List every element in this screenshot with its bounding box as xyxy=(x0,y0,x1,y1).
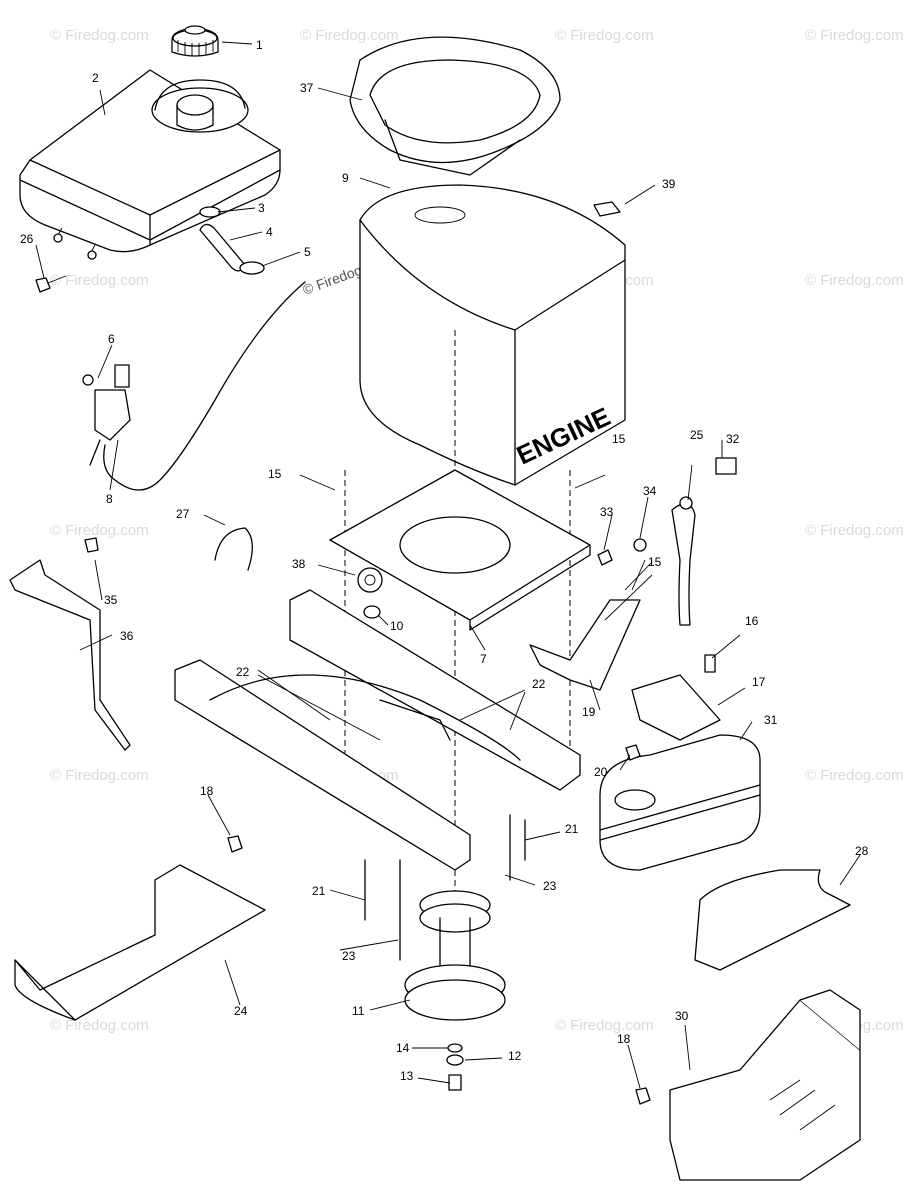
callout-36: 36 xyxy=(120,629,134,643)
watermark: © Firedog.com xyxy=(555,1017,654,1034)
callout-39: 39 xyxy=(662,177,676,191)
watermark: © Firedog.com xyxy=(300,27,399,44)
lower-bracket xyxy=(669,989,861,1181)
callout-22b: 22 xyxy=(532,677,546,691)
callout-11: 11 xyxy=(352,1004,365,1018)
watermark: © Firedog.com xyxy=(805,272,904,289)
callout-12: 12 xyxy=(508,1049,522,1063)
watermark: © Firedog.com xyxy=(50,1017,149,1034)
callout-21a: 21 xyxy=(565,822,579,836)
callout-18b: 18 xyxy=(617,1032,631,1046)
battery-tray xyxy=(14,864,266,1021)
muffler xyxy=(599,734,761,871)
callout-19: 19 xyxy=(582,705,596,719)
callout-30: 30 xyxy=(675,1009,689,1023)
watermark: © Firedog.com xyxy=(50,767,149,784)
callout-13: 13 xyxy=(400,1069,414,1083)
pulley-assembly xyxy=(364,814,526,1091)
clip xyxy=(214,527,253,571)
fuel-line xyxy=(103,281,306,491)
screw xyxy=(35,275,67,293)
gear-and-bushing xyxy=(357,567,383,619)
watermark: © Firedog.com xyxy=(50,27,149,44)
screw xyxy=(227,835,243,853)
callout-9: 9 xyxy=(342,171,349,185)
callout-15c: 15 xyxy=(648,555,662,569)
callout-5: 5 xyxy=(304,245,311,259)
callout-7: 7 xyxy=(480,652,487,666)
callout-3: 3 xyxy=(258,201,265,215)
watermark: © Firedog.com xyxy=(50,272,149,289)
callout-32: 32 xyxy=(726,432,740,446)
callout-10: 10 xyxy=(390,619,404,633)
mount-bracket xyxy=(529,599,641,691)
heat-shield xyxy=(694,869,851,971)
callout-8: 8 xyxy=(106,492,113,506)
callout-4: 4 xyxy=(266,225,273,239)
watermark: © Firedog.com xyxy=(555,27,654,44)
callout-33: 33 xyxy=(600,505,614,519)
throttle-control xyxy=(82,364,131,466)
muffler-bracket xyxy=(631,654,721,741)
callout-31: 31 xyxy=(764,713,778,727)
callout-16: 16 xyxy=(745,614,759,628)
screw xyxy=(635,1087,651,1105)
frame xyxy=(174,589,581,871)
callout-34: 34 xyxy=(643,484,657,498)
callout-28: 28 xyxy=(855,844,869,858)
engine-mount-plate xyxy=(329,469,591,631)
leader-lines xyxy=(35,41,861,1089)
callout-15a: 15 xyxy=(268,467,282,481)
callout-14: 14 xyxy=(396,1041,410,1055)
callout-27: 27 xyxy=(176,507,190,521)
callout-26: 26 xyxy=(20,232,34,246)
bolt xyxy=(84,537,99,553)
callout-35: 35 xyxy=(104,593,118,607)
callout-24: 24 xyxy=(234,1004,248,1018)
callout-38: 38 xyxy=(292,557,306,571)
callout-22a: 22 xyxy=(236,665,250,679)
callouts: 1 2 3 4 5 6 7 8 9 10 11 12 13 14 15 15 1… xyxy=(20,38,869,1083)
fuel-tank xyxy=(19,69,281,260)
fuel-cap xyxy=(171,25,219,57)
callout-17: 17 xyxy=(752,675,766,689)
callout-2: 2 xyxy=(92,71,99,85)
watermark: © Firedog.com xyxy=(805,27,904,44)
callout-25: 25 xyxy=(690,428,704,442)
watermark: © Firedog.com xyxy=(50,522,149,539)
engine-shroud xyxy=(349,36,561,176)
callout-6: 6 xyxy=(108,332,115,346)
fuel-hose-assembly xyxy=(199,206,265,275)
callout-1: 1 xyxy=(256,38,263,52)
callout-20: 20 xyxy=(594,765,608,779)
watermark: © Firedog.com xyxy=(805,522,904,539)
callout-21b: 21 xyxy=(312,884,326,898)
watermark: © Firedog.com xyxy=(805,767,904,784)
side-bracket xyxy=(9,559,131,751)
callout-18a: 18 xyxy=(200,784,214,798)
callout-15b: 15 xyxy=(612,432,626,446)
callout-23b: 23 xyxy=(342,949,356,963)
engine: ENGINE xyxy=(359,184,626,486)
callout-37: 37 xyxy=(300,81,314,95)
callout-23a: 23 xyxy=(543,879,557,893)
exhaust-pipe xyxy=(597,457,737,626)
bracket-clip xyxy=(593,201,621,217)
